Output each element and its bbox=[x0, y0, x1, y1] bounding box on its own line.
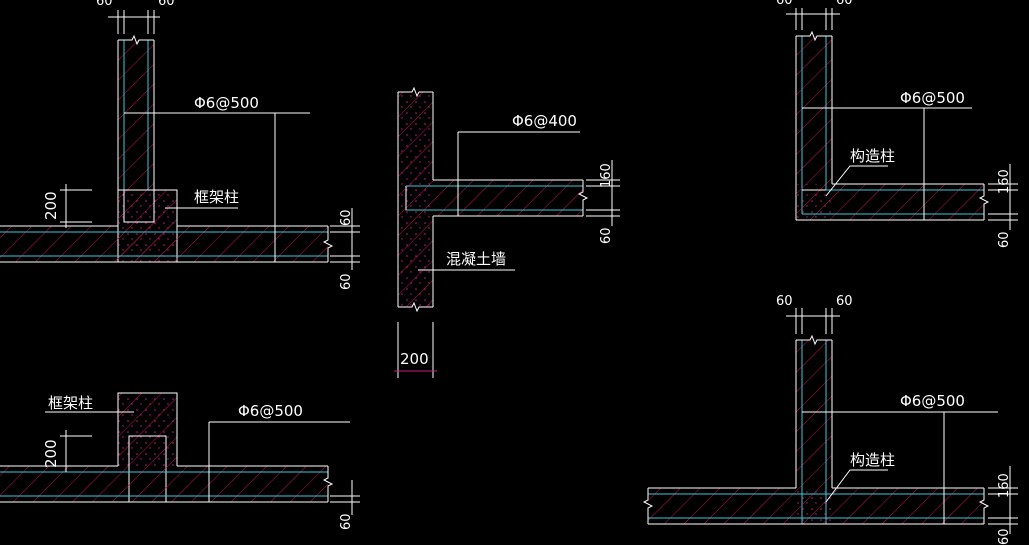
dim-top-right-d4: 60 bbox=[836, 0, 853, 8]
dim-160-d4: 160 bbox=[997, 169, 1012, 194]
dim-200-d2: 200 bbox=[42, 439, 60, 468]
dim-200-d3: 200 bbox=[400, 350, 429, 368]
rebar-label-d1: Φ6@500 bbox=[194, 94, 259, 112]
detail-4-constructional-column-corner: 60 60 Φ6@500 构造柱 160 60 bbox=[776, 0, 1018, 248]
rebar-label-d4: Φ6@500 bbox=[900, 89, 965, 107]
frame-column-label-d2: 框架柱 bbox=[48, 394, 93, 412]
dim-60-d1-bottom: 60 bbox=[339, 273, 354, 290]
detail-3-concrete-wall: Φ6@400 混凝土墙 200 160 60 bbox=[394, 86, 620, 378]
concrete-wall-label: 混凝土墙 bbox=[446, 250, 506, 268]
rebar-label-d2: Φ6@500 bbox=[238, 402, 303, 420]
detail-1-frame-column-tee: 60 60 Φ6@500 框架柱 200 60 60 bbox=[0, 0, 360, 290]
dim-top-left-d5: 60 bbox=[776, 294, 793, 309]
dim-60-d2: 60 bbox=[339, 513, 354, 530]
detail-2-frame-column-edge: 框架柱 Φ6@500 200 60 bbox=[0, 392, 360, 530]
constructional-column-label-d5: 构造柱 bbox=[850, 451, 895, 469]
dim-60-d1-top: 60 bbox=[339, 209, 354, 226]
rebar-label-d3: Φ6@400 bbox=[512, 112, 577, 130]
dim-60-d4: 60 bbox=[997, 231, 1012, 248]
rebar-label-d5: Φ6@500 bbox=[900, 392, 965, 410]
dim-160-d5: 160 bbox=[997, 473, 1012, 498]
dim-200-d1: 200 bbox=[42, 191, 60, 220]
dim-160-d3: 160 bbox=[599, 163, 614, 188]
dim-60-d5: 60 bbox=[997, 528, 1012, 545]
dim-top-left-d4: 60 bbox=[776, 0, 793, 8]
constructional-column-label-d4: 构造柱 bbox=[850, 147, 895, 165]
dim-60-d3: 60 bbox=[599, 227, 614, 244]
dim-top-right-label: 60 bbox=[158, 0, 175, 9]
dim-top-left-label: 60 bbox=[96, 0, 113, 9]
detail-5-constructional-column-tee: 60 60 Φ6@500 构造柱 160 60 bbox=[642, 294, 1018, 545]
dim-top-right-d5: 60 bbox=[836, 294, 853, 309]
frame-column-label-d1: 框架柱 bbox=[194, 188, 239, 206]
